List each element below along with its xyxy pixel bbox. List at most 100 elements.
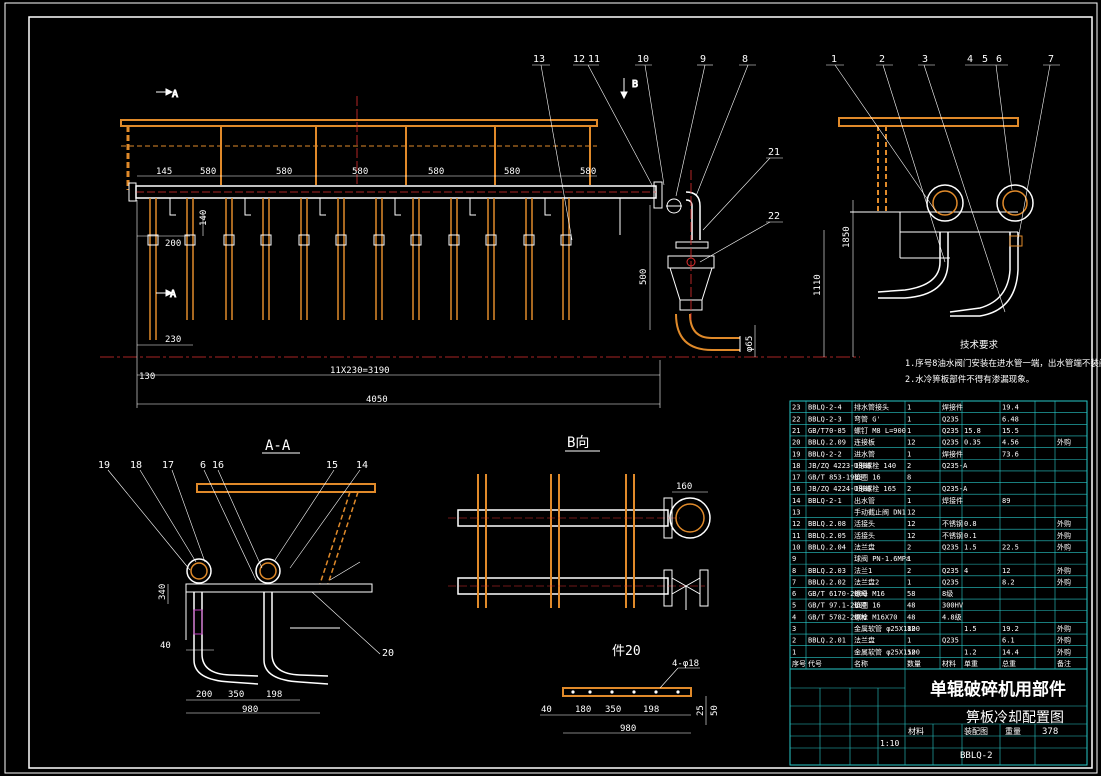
- bom-cell: 23: [792, 404, 800, 412]
- bom-cell: 金属软管 φ25X1800: [854, 624, 920, 633]
- bom-cell: 12: [907, 439, 915, 447]
- balloon-6: 6: [996, 54, 1002, 65]
- bom-cell: 法兰盘2: [854, 577, 879, 586]
- bom-cell: BBLQ.2.09: [808, 439, 846, 447]
- dimension-lines: [136, 175, 854, 408]
- bom-cell: Q235: [942, 543, 959, 551]
- dim-text: 980: [242, 705, 258, 715]
- bom-cell: 19.2: [1002, 625, 1019, 633]
- bom-cell: 300HV: [942, 602, 964, 610]
- dim-text: 350: [605, 705, 621, 715]
- top-balloons: 13 12 11 10 9 8 21 22 1 2 3 4 5 6 7: [532, 54, 1060, 313]
- balloon-7: 7: [1048, 54, 1054, 65]
- balloon-21: 21: [768, 147, 780, 158]
- bom-cell: 进水管: [854, 449, 875, 458]
- bom-cell: 1: [907, 497, 911, 505]
- dim-text: φ65: [745, 336, 755, 352]
- bom-cell: GB/T70-85: [808, 427, 846, 435]
- bom-cell: 外购: [1057, 636, 1071, 645]
- dim-text: 145: [156, 167, 172, 177]
- bom-cell: 不锈钢: [942, 531, 963, 540]
- branch-pipes: [149, 198, 570, 340]
- bom-cell: JB/ZQ 4224-1986: [808, 485, 871, 493]
- bom-cell: Q235: [942, 439, 959, 447]
- bom-cell: JB/ZQ 4223-1986: [808, 462, 871, 470]
- bom-cell: 13: [792, 509, 800, 517]
- balloon-18: 18: [130, 460, 142, 471]
- bom-cell: 活接头: [854, 519, 875, 528]
- bom-cell: 48: [907, 613, 915, 621]
- dim-text: 140: [199, 210, 209, 226]
- bom-cell: 22: [792, 415, 800, 423]
- bom-cell: 12: [907, 520, 915, 528]
- bom-cell: 1.5: [964, 625, 977, 633]
- dim-text: 200: [165, 239, 181, 249]
- bom-cell: 16: [792, 485, 800, 493]
- bom-cell: 法兰1: [854, 566, 872, 575]
- dim-text: 980: [620, 724, 636, 734]
- bom-cell: 弯管 G': [854, 414, 881, 423]
- bom-cell: 螺母 M16: [854, 589, 885, 598]
- bom-cell: 活接头: [854, 531, 875, 540]
- bom-cell: 法兰盘: [854, 636, 875, 645]
- dim-text: 130: [139, 372, 155, 382]
- dim-text: 580: [428, 167, 444, 177]
- balloon-1: 1: [831, 54, 837, 65]
- dim-text: 198: [266, 690, 282, 700]
- bom-cell: 22.5: [1002, 543, 1019, 551]
- bom-cell: 外购: [1057, 519, 1071, 528]
- technical-notes: 技术要求 1.序号8油水阀门安装在进水管一端，出水管端不装阀门; 2.水冷箅板部…: [905, 339, 1101, 385]
- note-1: 1.序号8油水阀门安装在进水管一端，出水管端不装阀门;: [905, 358, 1101, 369]
- bom-header-cell: 材料: [942, 659, 956, 668]
- bom-cell: Q235: [942, 637, 959, 645]
- bom-cell: 0.1: [964, 532, 977, 540]
- dim-text: 25: [696, 705, 706, 716]
- dim-text: 580: [276, 167, 292, 177]
- balloon-14: 14: [356, 460, 368, 471]
- bom-cell: 外购: [1057, 647, 1071, 656]
- outer-frame: [4, 2, 1098, 774]
- dim-text: 180: [575, 705, 591, 715]
- bom-header-cell: 数量: [907, 659, 921, 668]
- bom-cell: 8.2: [1002, 578, 1015, 586]
- bom-cell: BBLQ.2.08: [808, 520, 846, 528]
- bom-cell: U形螺栓 165: [854, 484, 896, 493]
- dim-text: 580: [580, 167, 596, 177]
- bom-header-cell: 备注: [1057, 659, 1071, 668]
- bom-cell: Q235-A: [942, 462, 968, 470]
- bom-cell: 10: [792, 543, 800, 551]
- bom-cell: 9: [792, 555, 796, 563]
- balloon-17: 17: [162, 460, 174, 471]
- material-label: 材料: [908, 726, 924, 736]
- bom-cell: 5: [792, 602, 796, 610]
- view-b: B向 160: [448, 435, 711, 610]
- bom-cell: BBLQ-2-4: [808, 404, 842, 412]
- side-view: [838, 117, 1034, 317]
- dim-text: 198: [643, 705, 659, 715]
- assembly-label: 装配图: [964, 726, 988, 736]
- bom-cell: 手动截止阀 DN1: [854, 508, 906, 517]
- inner-frame: [28, 16, 1093, 769]
- bom-cell: Q235: [942, 427, 959, 435]
- bom-cell: 螺栓 M16X70: [854, 612, 898, 621]
- balloon-6-section: 6: [200, 460, 206, 471]
- section-label-a-bottom: A: [170, 289, 176, 300]
- dim-text: 580: [352, 167, 368, 177]
- balloon-3: 3: [922, 54, 928, 65]
- bom-cell: 8: [907, 474, 911, 482]
- bom-cell: 1: [907, 404, 911, 412]
- bom-cell: 螺钉 M8 L=900: [854, 426, 906, 435]
- bom-cell: U形螺栓 140: [854, 461, 896, 470]
- bom-cell: 不锈钢: [942, 519, 963, 528]
- bom-cell: BBLQ.2.01: [808, 637, 846, 645]
- bom-cell: 2: [907, 567, 911, 575]
- drawing-weight: 378: [1042, 727, 1058, 737]
- dim-text: 340: [158, 584, 168, 600]
- bom-cell: 4.8级: [942, 612, 962, 621]
- bom-cell: 焊接件: [942, 449, 963, 458]
- bom-cell: 外购: [1057, 577, 1071, 586]
- bom-cell: 金属软管 φ25X1500: [854, 647, 920, 656]
- dim-text: 160: [676, 482, 692, 492]
- bom-cell: 0.35: [964, 439, 981, 447]
- dim-text: 40: [541, 705, 552, 715]
